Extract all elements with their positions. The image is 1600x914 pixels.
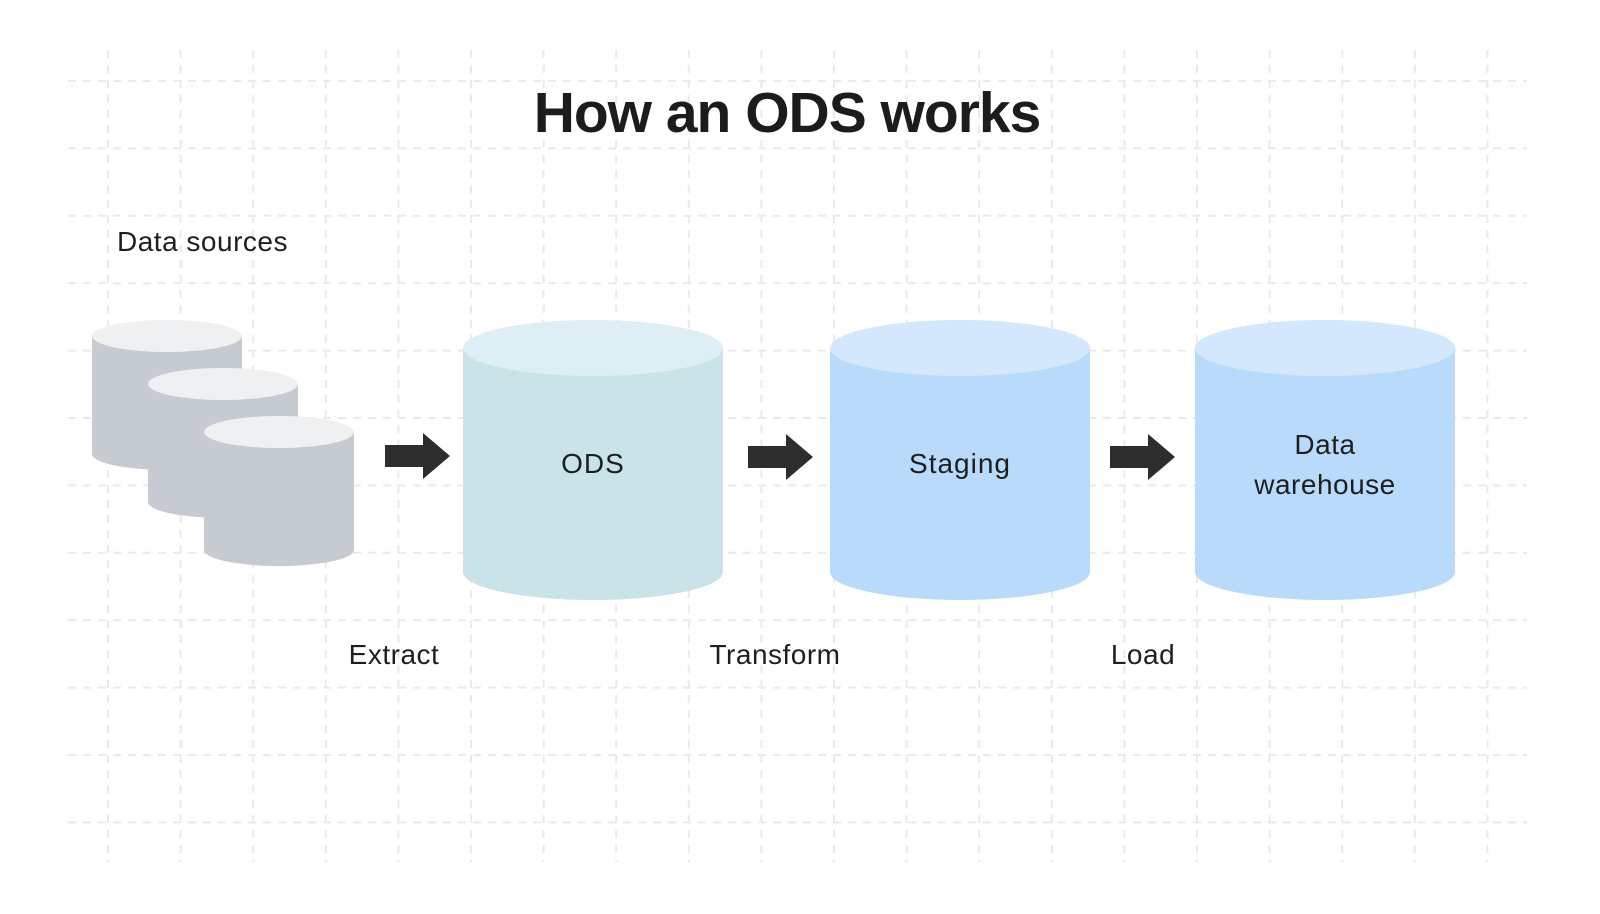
- staging-cylinder: Staging: [830, 320, 1090, 600]
- page-title: How an ODS works: [533, 81, 1042, 145]
- cylinder-body: [830, 348, 1090, 600]
- arrow-right-icon: [385, 433, 450, 479]
- cylinder-body: [463, 348, 723, 600]
- cylinder-top: [148, 368, 298, 400]
- transform-step-label: Transform: [709, 639, 841, 670]
- extract-step-label: Extract: [348, 639, 440, 670]
- cylinder-top: [204, 416, 354, 448]
- data-source-cylinder-3: [204, 416, 354, 566]
- arrow-right-icon: [1110, 434, 1175, 480]
- ods-label: ODS: [561, 448, 625, 479]
- data-warehouse-cylinder: Data warehouse: [1195, 320, 1455, 600]
- cylinder-top: [830, 320, 1090, 376]
- load-step-label: Load: [1110, 639, 1176, 670]
- staging-label: Staging: [909, 448, 1011, 479]
- arrow-right-icon: [748, 434, 813, 480]
- cylinder-top: [1195, 320, 1455, 376]
- data-warehouse-label: Data warehouse: [1254, 429, 1396, 500]
- cylinder-body: [1195, 348, 1455, 600]
- data-sources-label: Data sources: [117, 226, 288, 257]
- cylinder-top: [92, 320, 242, 352]
- cylinder-body: [204, 432, 354, 566]
- ods-cylinder: ODS: [463, 320, 723, 600]
- cylinder-top: [463, 320, 723, 376]
